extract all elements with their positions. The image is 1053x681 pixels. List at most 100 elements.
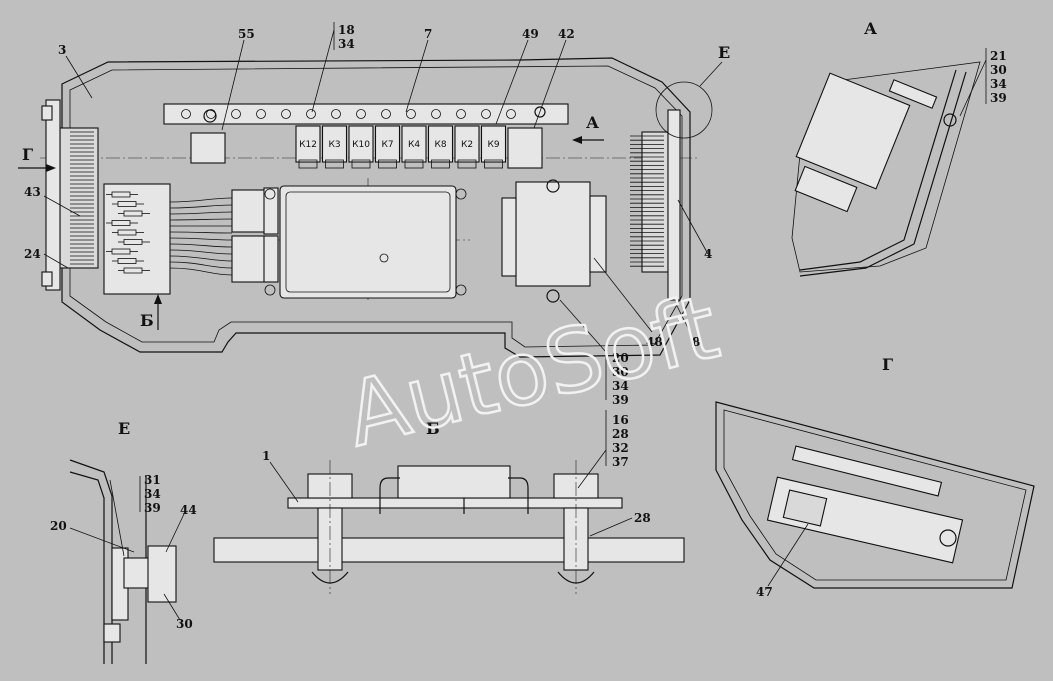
stack1-30: 30 (612, 365, 629, 379)
stack3-31: 31 (144, 473, 161, 487)
view-title-ye: Е (118, 419, 130, 438)
wire (169, 231, 233, 234)
terminal-screw (406, 109, 416, 119)
view-a-leader (959, 59, 987, 117)
relay-label: К10 (352, 140, 370, 150)
stack4-16: 16 (612, 413, 629, 427)
relay-body (295, 125, 321, 163)
relay: К10 (348, 125, 374, 169)
terminal-screw (356, 109, 366, 119)
left-fastener-bottom (41, 271, 53, 287)
left-connector (59, 127, 99, 269)
right-connector (641, 131, 669, 273)
relay-base (298, 159, 318, 169)
diodes (106, 191, 150, 274)
stack2-21: 21 (990, 49, 1007, 63)
view-b-leg-left (379, 477, 400, 514)
label-43: 43 (24, 185, 41, 199)
stack3-34: 34 (144, 487, 161, 501)
module-screw-3 (264, 284, 276, 296)
left-fastener-top (41, 105, 53, 121)
stack2-30: 30 (990, 63, 1007, 77)
label-18: 18 (338, 23, 355, 37)
view-a-wall (799, 69, 957, 271)
label-44: 44 (180, 503, 197, 517)
module-screw-5 (379, 253, 389, 263)
view-a (791, 48, 987, 277)
view-a-panel (791, 61, 981, 273)
module-screw-2 (455, 188, 467, 200)
label-42: 42 (558, 27, 575, 41)
stack4-32: 32 (612, 441, 629, 455)
relay-label: К9 (487, 140, 499, 150)
view-title-a: А (864, 19, 877, 38)
wire (169, 261, 233, 269)
label-b: Б (140, 311, 154, 330)
relay: К3 (321, 125, 348, 169)
arrow-g-head (46, 164, 56, 172)
terminal-screw (506, 109, 516, 119)
terminal-screw (331, 109, 341, 119)
module-screw-1 (264, 188, 276, 200)
terminal-screw (456, 109, 466, 119)
relay-label: К3 (328, 140, 340, 150)
relay-base (431, 159, 450, 169)
relay-base (457, 159, 477, 169)
label-1: 1 (262, 449, 270, 463)
label-layer: А Е Б Г 3 55 18 34 7 49 42 Е А Г 43 24 4… (22, 19, 1007, 631)
terminal-screw (256, 109, 266, 119)
view-g-strip (791, 445, 943, 497)
label-4: 4 (704, 247, 712, 261)
relay-body (348, 125, 374, 163)
view-b (213, 410, 685, 594)
arrow-b-head (154, 294, 162, 304)
wire (169, 197, 233, 203)
view-g-housing-inner (723, 409, 1027, 581)
view-b-leg-right (508, 477, 529, 514)
terminal-screws (181, 109, 516, 119)
relay-55 (190, 132, 226, 164)
central-module (279, 185, 457, 299)
terminal-screw (431, 109, 441, 119)
block-48-screw-bottom (546, 289, 560, 303)
view-g-housing (715, 401, 1035, 589)
wire (169, 237, 233, 241)
view-a-wall2 (799, 71, 967, 277)
relay-body (374, 125, 401, 163)
relay-base (325, 159, 344, 169)
view-a-bracket (888, 79, 938, 109)
relay: К7 (374, 125, 401, 169)
watermark: AutoSoft (336, 275, 728, 466)
relay-label: К8 (434, 140, 446, 150)
view-e-clamp (147, 545, 177, 603)
block-48-screw-top (546, 179, 560, 193)
terminal-screw (181, 109, 191, 119)
central-module-inner (285, 191, 451, 293)
label-47: 47 (756, 585, 773, 599)
label-g: Г (22, 145, 33, 164)
left-bracket (45, 99, 61, 291)
view-title-g: Г (882, 355, 893, 374)
view-a-nut (943, 113, 957, 127)
terminal-screw (381, 109, 391, 119)
view-a-relay-plug (794, 165, 858, 213)
label-8: 8 (692, 335, 700, 349)
relay-label: К2 (461, 140, 473, 150)
harness-wires (169, 197, 233, 276)
wire (169, 255, 233, 262)
stack3-39: 39 (144, 501, 161, 515)
left-connector-pins (70, 131, 94, 265)
relay-label: К4 (408, 140, 420, 150)
detail-e-circle (655, 81, 713, 139)
label-34a: 34 (338, 37, 355, 51)
label-7: 7 (424, 27, 432, 41)
relay-body (321, 125, 348, 163)
terminal-screw (281, 109, 291, 119)
view-a-relay (795, 72, 911, 190)
housing-inner (69, 65, 683, 348)
view-e-panel2 (69, 471, 105, 664)
terminal-screw (306, 109, 316, 119)
view-b-board (287, 497, 623, 509)
view-title-b: Б (426, 419, 440, 438)
